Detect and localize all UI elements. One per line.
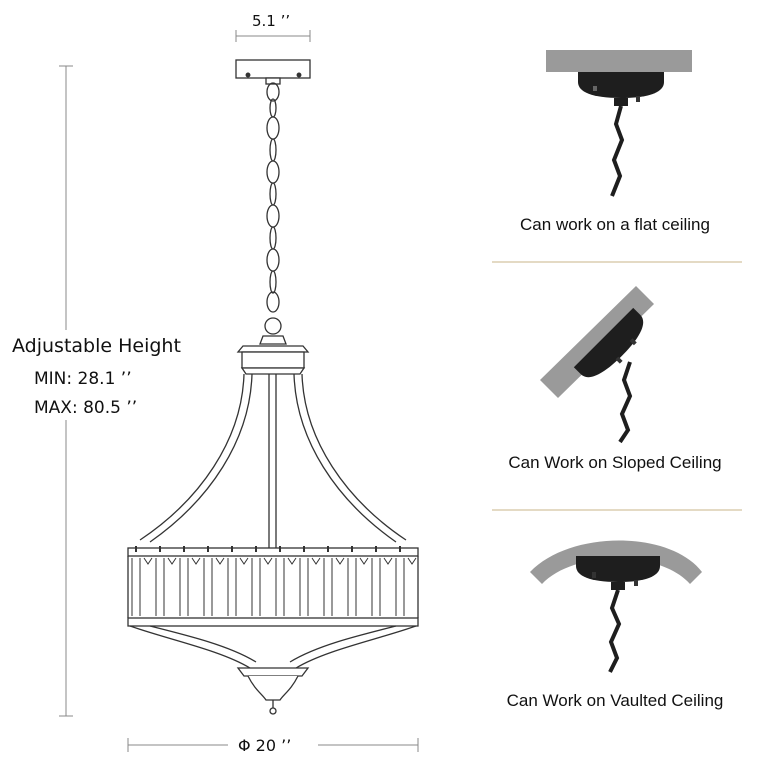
height-min: MIN: 28.1 ’’ (34, 369, 132, 389)
mount-sloped: Can Work on Sloped Ceiling (508, 286, 722, 472)
crystal-prisms (131, 546, 417, 616)
mount-vaulted: Can Work on Vaulted Ceiling (507, 540, 724, 710)
mount-flat: Can work on a flat ceiling (520, 50, 710, 234)
height-max: MAX: 80.5 ’’ (34, 398, 137, 418)
height-title: Adjustable Height (12, 335, 181, 357)
top-width-label: 5.1 ’’ (252, 12, 290, 30)
chandelier-drawing (127, 59, 419, 715)
flat-ceiling (546, 50, 692, 72)
sloped-ceiling (540, 286, 654, 398)
canopy (576, 556, 660, 582)
vaulted-ceiling (530, 540, 702, 584)
top-width-dimension: 5.1 ’’ (235, 12, 311, 42)
mount-vaulted-caption: Can Work on Vaulted Ceiling (507, 691, 724, 710)
mount-flat-caption: Can work on a flat ceiling (520, 215, 710, 234)
canopy (573, 307, 644, 378)
chain (610, 105, 625, 197)
chain (608, 589, 622, 673)
canopy (578, 72, 664, 98)
chain (266, 82, 280, 313)
mount-sloped-caption: Can Work on Sloped Ceiling (508, 453, 721, 472)
diameter-dimension: Φ 20 ’’ (127, 736, 419, 755)
diameter-label: Φ 20 ’’ (238, 736, 291, 755)
height-dimension: Adjustable Height MIN: 28.1 ’’ MAX: 80.5… (12, 65, 181, 717)
chain (618, 361, 633, 444)
